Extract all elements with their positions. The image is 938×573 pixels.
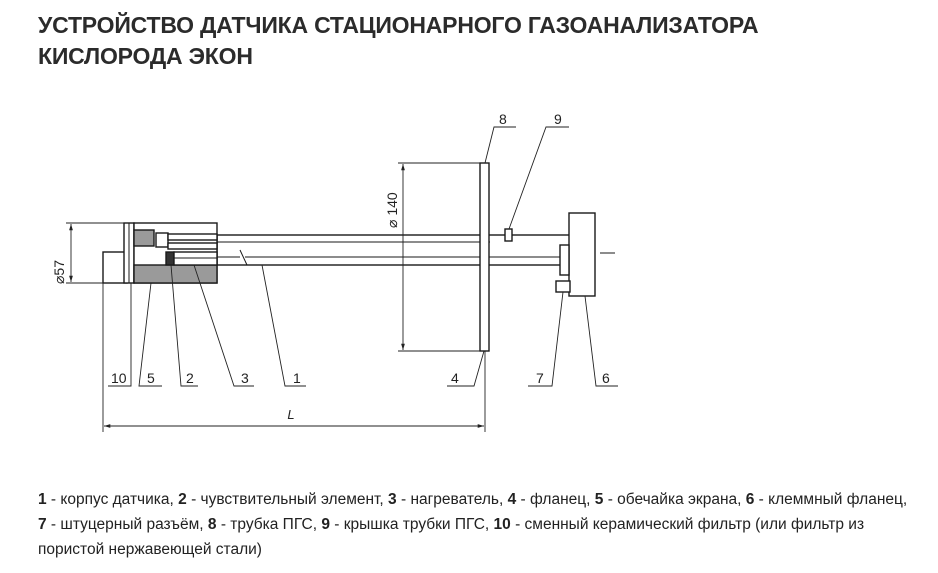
sensing-element	[165, 251, 175, 266]
callout-3: 3	[241, 370, 249, 386]
union-connector	[555, 280, 571, 293]
legend-text-1: - корпус датчика,	[46, 491, 179, 508]
legend-num-7: 7	[38, 516, 47, 533]
page-title: УСТРОЙСТВО ДАТЧИКА СТАЦИОНАРНОГО ГАЗОАНА…	[38, 10, 918, 72]
gas-tube-cap	[504, 228, 513, 242]
filter-block	[102, 251, 128, 284]
legend-text-2: - чувствительный элемент,	[186, 491, 389, 508]
legend-num-10: 10	[493, 516, 511, 533]
legend-num-5: 5	[594, 491, 604, 508]
dimension-length: L	[287, 407, 294, 422]
legend-text-7: - штуцерный разъём,	[46, 516, 208, 533]
callout-10: 10	[111, 370, 127, 386]
legend-text-5: - обечайка экрана,	[603, 491, 746, 508]
title-line-2: КИСЛОРОДА ЭКОН	[38, 43, 253, 69]
legend-num-4: 4	[507, 491, 517, 508]
legend-num-1: 1	[38, 491, 47, 508]
sensor-body-tube	[216, 234, 573, 266]
callout-9: 9	[554, 111, 562, 127]
callout-2: 2	[186, 370, 194, 386]
callout-4: 4	[451, 370, 459, 386]
callout-1: 1	[293, 370, 301, 386]
callout-5: 5	[147, 370, 155, 386]
dimension-diameter-57: ⌀57	[51, 260, 67, 284]
dimension-diameter-140: ⌀ 140	[384, 192, 400, 228]
legend-text-4: - фланец,	[516, 491, 595, 508]
callout-6: 6	[602, 370, 610, 386]
legend-text-9: - крышка трубки ПГС,	[329, 516, 494, 533]
terminal-flange	[568, 212, 596, 297]
legend-num-3: 3	[388, 491, 397, 508]
callout-8: 8	[499, 111, 507, 127]
legend-text-3: - нагреватель,	[396, 491, 508, 508]
legend-num-2: 2	[178, 491, 187, 508]
legend-num-6: 6	[745, 491, 755, 508]
legend-caption: 1 - корпус датчика, 2 - чувствительный э…	[38, 487, 908, 562]
legend-num-8: 8	[207, 516, 217, 533]
legend-text-8: - трубка ПГС,	[216, 516, 322, 533]
legend-num-9: 9	[321, 516, 330, 533]
legend-text-6: - клеммный фланец,	[754, 491, 908, 508]
title-line-1: УСТРОЙСТВО ДАТЧИКА СТАЦИОНАРНОГО ГАЗОАНА…	[38, 12, 759, 38]
callout-7: 7	[536, 370, 544, 386]
legend-text-10: - сменный керамический фильтр (или фильт…	[38, 516, 865, 558]
flange	[479, 162, 490, 352]
